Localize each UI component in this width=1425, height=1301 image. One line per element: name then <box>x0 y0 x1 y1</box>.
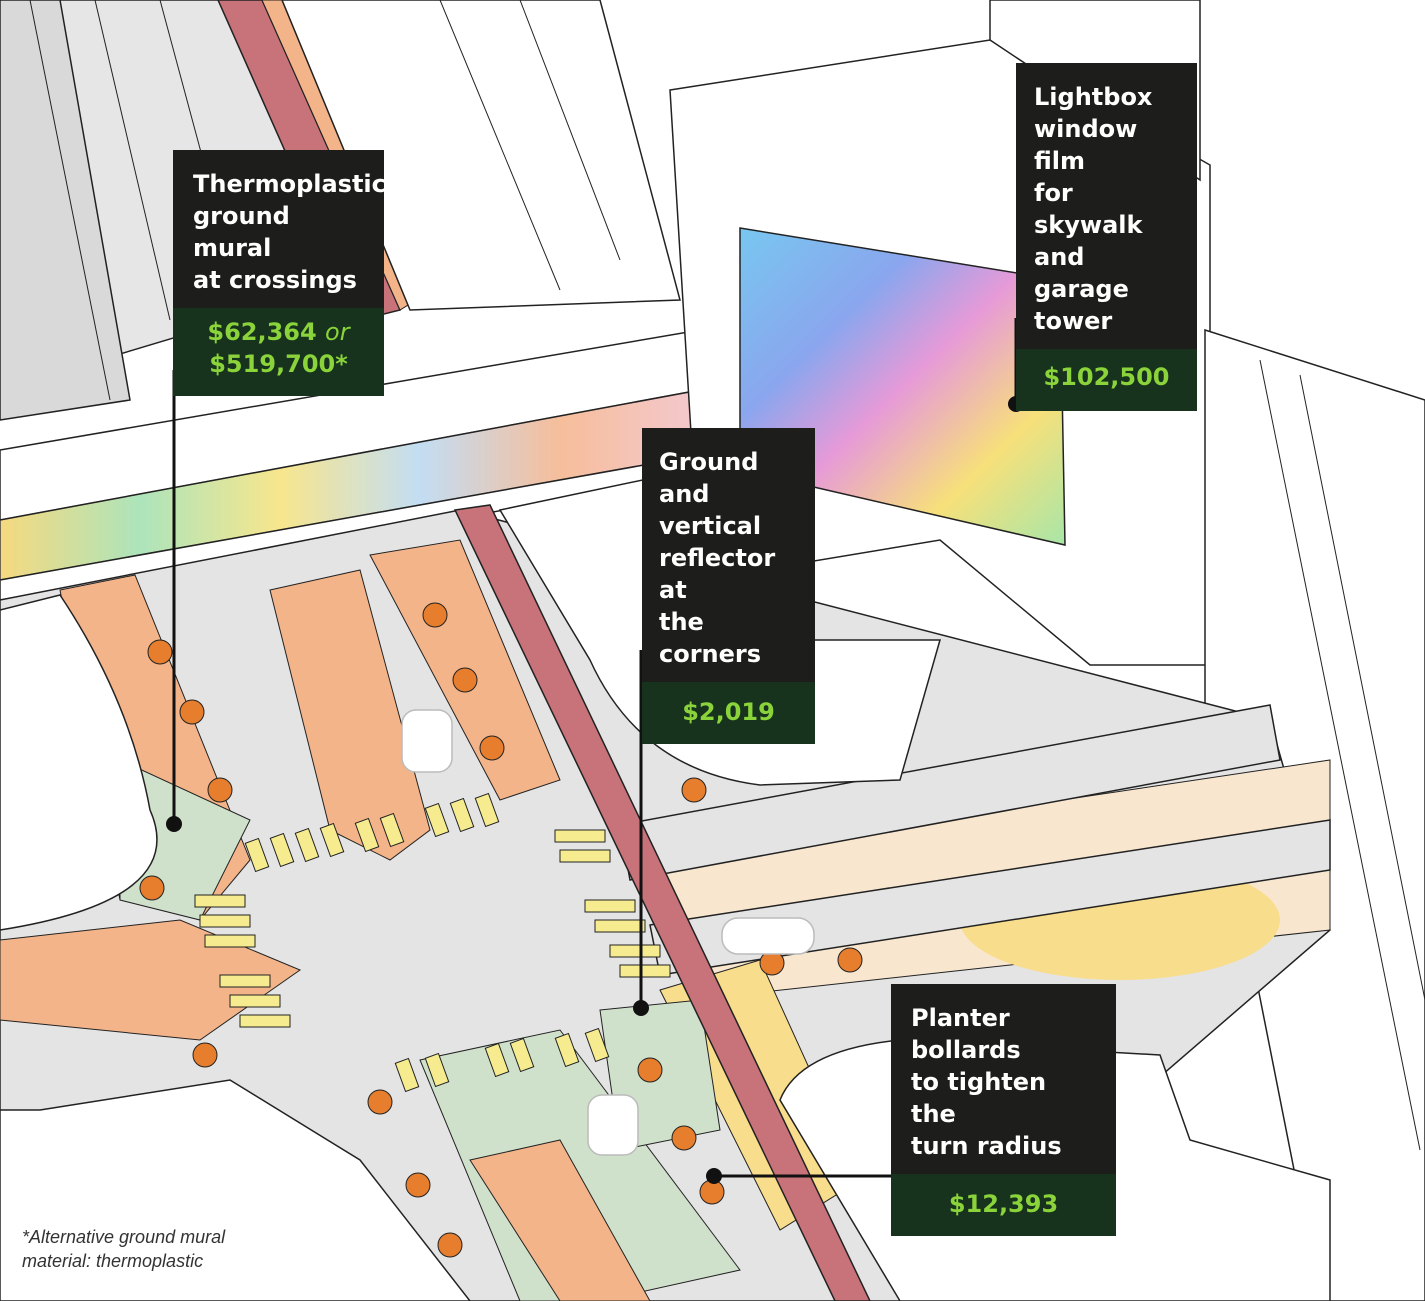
callout-reflector-label: Ground and vertical reflector at the cor… <box>659 448 776 668</box>
crosswalks <box>194 792 671 1093</box>
mural-cost-primary: $62,364 <box>207 318 317 346</box>
mural-cost-or: or <box>325 318 350 346</box>
callout-ground-mural-cost: $62,364 or $519,700* <box>173 308 384 396</box>
callout-planter-bollards: Planter bollards to tighten the turn rad… <box>891 984 1116 1236</box>
callout-ground-mural: Thermoplastic ground mural at crossings … <box>173 150 386 396</box>
callout-planter-label: Planter bollards to tighten the turn rad… <box>911 1004 1062 1160</box>
planter-bollards <box>139 602 863 1258</box>
bike-lane <box>453 504 871 1301</box>
callout-reflector-cost: $2,019 <box>642 682 815 744</box>
callout-lightbox-label: Lightbox window film for skywalk and gar… <box>1034 83 1153 335</box>
cross-road <box>619 704 1331 976</box>
callout-ground-mural-label: Thermoplastic ground mural at crossings <box>193 170 386 294</box>
footnote: *Alternative ground mural material: ther… <box>22 1227 226 1271</box>
callout-lightbox-film: Lightbox window film for skywalk and gar… <box>1016 63 1197 411</box>
lightbox-window <box>739 227 1066 546</box>
cars <box>401 709 815 1156</box>
callout-planter-cost: $12,393 <box>891 1174 1116 1236</box>
callout-lightbox-cost: $102,500 <box>1016 349 1197 411</box>
callout-reflector: Ground and vertical reflector at the cor… <box>642 428 815 744</box>
mural-cost-alternative: $519,700* <box>209 350 348 378</box>
